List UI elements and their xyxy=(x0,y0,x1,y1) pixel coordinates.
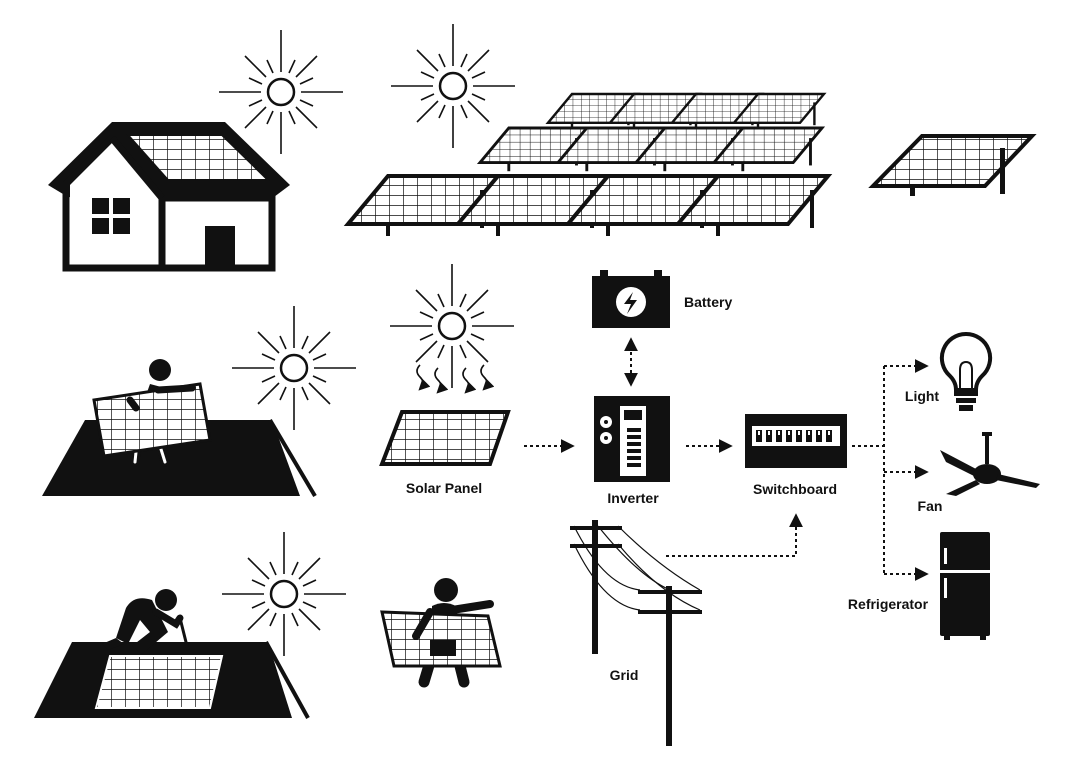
inverter-icon xyxy=(594,396,670,482)
solar-panel-on-stand-icon xyxy=(868,134,1037,196)
battery-label: Battery xyxy=(684,294,732,310)
ceiling-fan-icon xyxy=(940,432,1040,496)
flow-arrow xyxy=(666,513,803,557)
person-installing-panel-on-roof-icon xyxy=(34,589,310,719)
switchboard-label: Switchboard xyxy=(753,481,837,497)
person-carrying-panel-on-roof-icon xyxy=(42,359,317,498)
light-label: Light xyxy=(905,388,940,404)
switchboard-icon xyxy=(745,414,847,468)
refrigerator-label: Refrigerator xyxy=(848,596,929,612)
sun-icon xyxy=(220,530,348,658)
house-with-solar-roof-icon xyxy=(48,122,290,272)
sun-icon xyxy=(389,22,517,150)
sun-icon xyxy=(230,304,358,432)
person-carrying-panel-icon xyxy=(380,578,502,688)
utility-pole-icon xyxy=(570,520,702,746)
solar-panel-icon xyxy=(379,410,511,466)
sun-icon xyxy=(388,262,516,390)
inverter-label: Inverter xyxy=(607,490,659,506)
light-bulb-icon xyxy=(939,331,993,411)
solar-farm-icon xyxy=(346,92,830,238)
fan-label: Fan xyxy=(918,498,943,514)
solar-panel-label: Solar Panel xyxy=(406,480,482,496)
sunlight-rays xyxy=(416,364,495,394)
battery-icon xyxy=(592,270,670,328)
grid-label: Grid xyxy=(610,667,639,683)
refrigerator-icon xyxy=(938,532,992,640)
appliance-flow-arrows xyxy=(852,359,929,581)
